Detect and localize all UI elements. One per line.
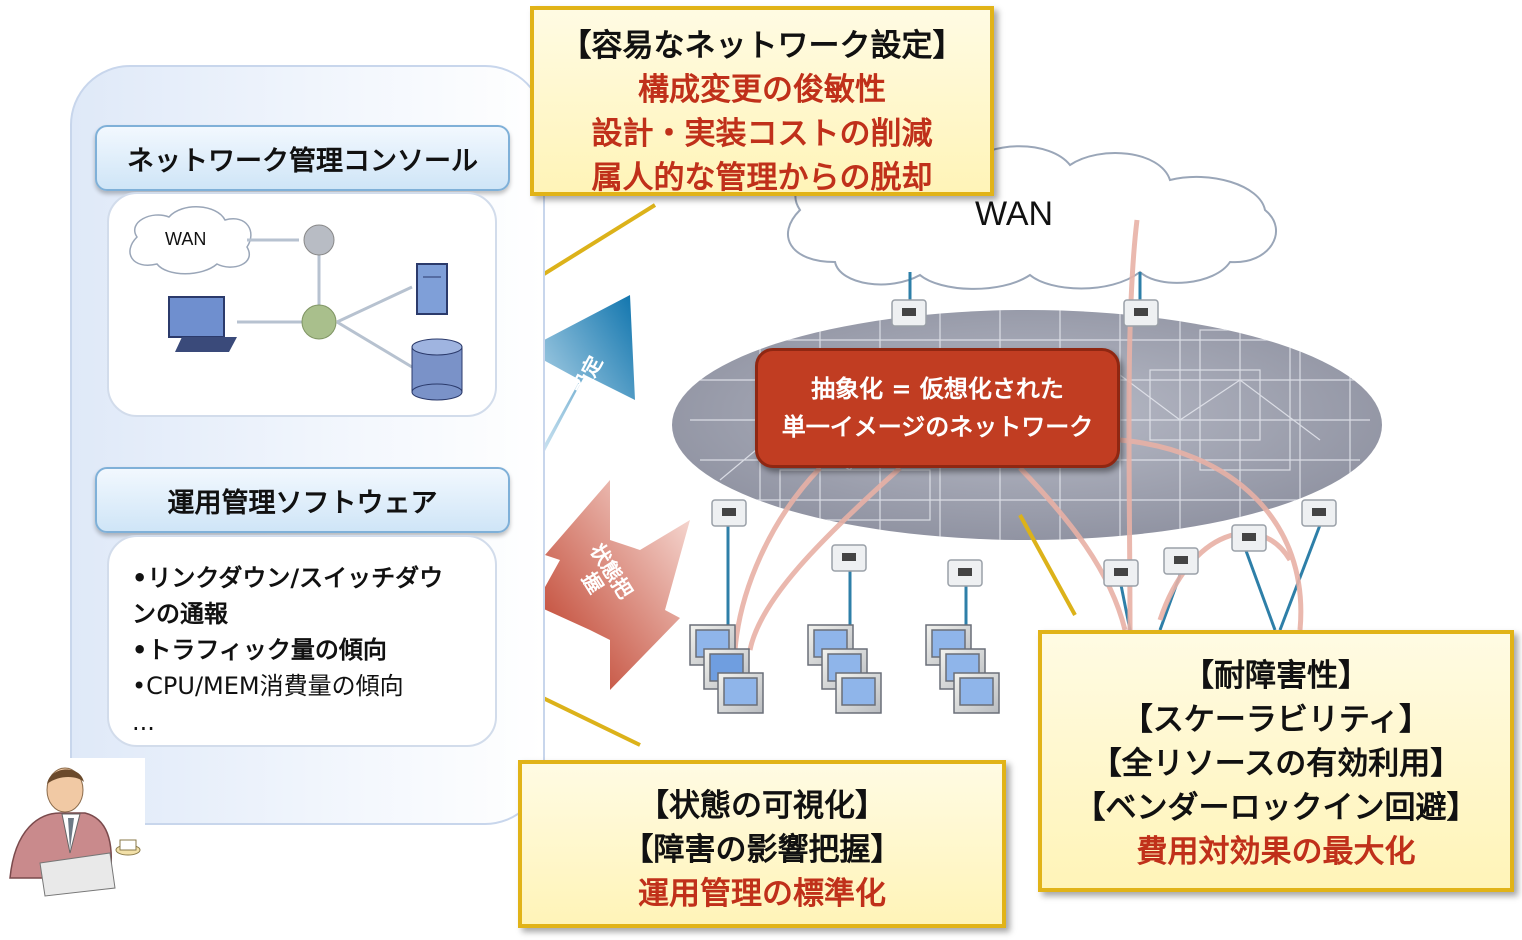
callout-visibility: 【状態の可視化】 【障害の影響把握】 運用管理の標準化	[518, 760, 1006, 928]
status-arrow	[535, 480, 690, 690]
callout-heading: 【全リソースの有効利用】	[1090, 746, 1462, 782]
callout-resilience: 【耐障害性】 【スケーラビリティ】 【全リソースの有効利用】 【ベンダーロックイ…	[1038, 630, 1514, 892]
list-item: ンの通報	[132, 600, 228, 628]
console-wan-label: WAN	[165, 229, 207, 249]
server-icon	[416, 263, 448, 315]
ops-title: 運用管理ソフトウェア	[167, 487, 438, 519]
callout-network-config: 【容易なネットワーク設定】 構成変更の俊敏性 設計・実装コストの削減 属人的な管…	[530, 6, 994, 196]
list-item: ...	[132, 708, 155, 736]
console-topology	[129, 206, 463, 401]
list-item: •リンクダウン/スイッチダウ	[132, 564, 444, 592]
callout-line: 構成変更の俊敏性	[638, 72, 886, 108]
callout-heading: 【状態の可視化】	[638, 788, 886, 824]
router-icon	[301, 304, 337, 340]
ops-header: 運用管理ソフトウェア	[95, 467, 510, 533]
abstraction-line: 単一イメージのネットワーク	[781, 413, 1094, 441]
pc-clusters	[689, 624, 1000, 714]
abstraction-box: 抽象化 = 仮想化された 単一イメージのネットワーク	[755, 348, 1120, 468]
list-item: •CPU/MEM消費量の傾向	[132, 672, 404, 700]
callout-heading: 【耐障害性】	[1183, 658, 1369, 694]
ops-status-list: •リンクダウン/スイッチダウ ンの通報 •トラフィック量の傾向 •CPU/MEM…	[132, 560, 443, 740]
callout-heading: 【容易なネットワーク設定】	[560, 28, 964, 64]
callout-line: 設計・実装コストの削減	[591, 116, 933, 152]
callout-heading: 【ベンダーロックイン回避】	[1074, 790, 1478, 826]
abstraction-line: 抽象化 = 仮想化された	[811, 375, 1064, 403]
router-icon	[303, 224, 335, 256]
console-title: ネットワーク管理コンソール	[127, 145, 478, 177]
ops-list-box	[107, 535, 497, 747]
list-item: •トラフィック量の傾向	[132, 636, 387, 664]
callout-heading: 【スケーラビリティ】	[1121, 702, 1431, 738]
callout-line: 運用管理の標準化	[638, 876, 886, 912]
config-arrow	[525, 295, 635, 470]
callout-line: 費用対効果の最大化	[1136, 834, 1416, 870]
callout-heading: 【障害の影響把握】	[622, 832, 902, 868]
database-icon	[411, 338, 463, 401]
console-header: ネットワーク管理コンソール	[95, 125, 510, 191]
computer-icon	[168, 296, 237, 352]
operator-person-icon	[0, 758, 145, 897]
wan-label: WAN	[975, 195, 1054, 233]
cloud-icon	[129, 206, 252, 275]
callout-line: 属人的な管理からの脱却	[591, 160, 933, 196]
